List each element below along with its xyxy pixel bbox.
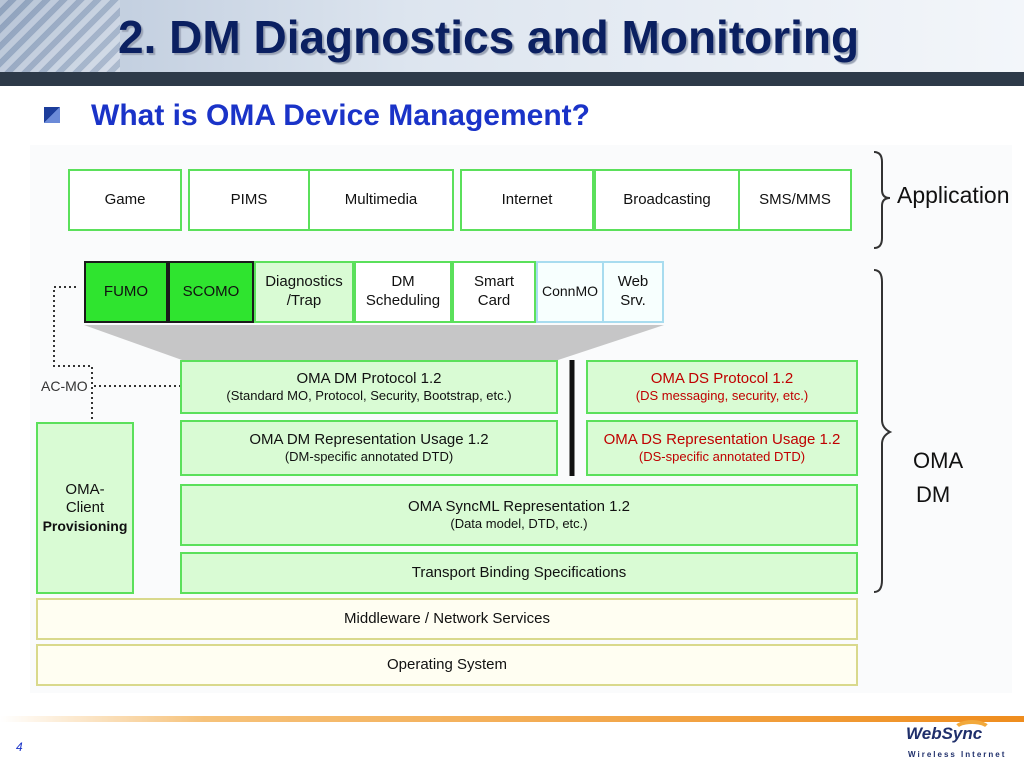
logo-arc-icon	[952, 720, 992, 742]
mo-label: Diagnostics	[265, 273, 343, 291]
title-number: 2.	[118, 11, 157, 63]
page-number: 4	[16, 740, 23, 754]
mo-label-2: Scheduling	[365, 292, 441, 309]
app-label: Internet	[501, 190, 553, 208]
slide-title: 2. DM Diagnostics and Monitoring	[118, 10, 859, 64]
mo-connmo: ConnMO	[536, 261, 604, 323]
app-label: Game	[104, 190, 146, 208]
oma-dm-protocol-box: OMA DM Protocol 1.2 (Standard MO, Protoc…	[180, 360, 558, 414]
app-game: Game	[68, 169, 182, 231]
oma-dm-repr-box: OMA DM Representation Usage 1.2 (DM-spec…	[180, 420, 558, 476]
logo-tagline: Wireless Internet	[908, 750, 1007, 759]
oma-label: OMA	[913, 448, 964, 473]
transport-binding-box: Transport Binding Specifications	[180, 552, 858, 594]
title-text: DM Diagnostics and Monitoring	[169, 11, 860, 63]
box-subtitle: (DS messaging, security, etc.)	[635, 388, 809, 404]
mo-label: DM	[391, 273, 415, 291]
operating-system-box: Operating System	[36, 644, 858, 686]
footer-divider	[0, 716, 1024, 722]
app-label: Broadcasting	[623, 190, 711, 208]
box-title: Transport Binding Specifications	[411, 563, 627, 581]
box-subtitle: (DS-specific annotated DTD)	[638, 449, 806, 465]
box-subtitle: (Data model, DTD, etc.)	[450, 516, 588, 532]
box-title: Middleware / Network Services	[344, 609, 550, 627]
mo-scomo: SCOMO	[168, 261, 254, 323]
oma-client-provisioning-box: OMA- Client Provisioning	[36, 422, 134, 594]
oma-ds-repr-box: OMA DS Representation Usage 1.2 (DS-spec…	[586, 420, 858, 476]
oma-ds-protocol-box: OMA DS Protocol 1.2 (DS messaging, secur…	[586, 360, 858, 414]
app-label: Multimedia	[344, 190, 418, 208]
bullet-square-icon	[44, 107, 60, 123]
header-divider	[0, 72, 1024, 86]
middleware-box: Middleware / Network Services	[36, 598, 858, 640]
oma-syncml-repr-box: OMA SyncML Representation 1.2 (Data mode…	[180, 484, 858, 546]
ac-mo-label: AC-MO	[40, 378, 89, 394]
header-band	[0, 0, 1024, 86]
mo-label: Web	[617, 273, 649, 291]
mo-label: SCOMO	[182, 282, 240, 300]
box-title: OMA DS Protocol 1.2	[650, 369, 794, 387]
mo-label-2: /Trap	[286, 292, 322, 309]
box-label: OMA-	[65, 480, 105, 498]
box-title: OMA DM Protocol 1.2	[296, 369, 442, 387]
mo-label: FUMO	[103, 282, 149, 300]
box-title: OMA DS Representation Usage 1.2	[603, 430, 841, 448]
app-broadcasting: Broadcasting	[594, 169, 740, 231]
box-label: Provisioning	[42, 518, 128, 534]
app-internet: Internet	[460, 169, 594, 231]
box-title: OMA SyncML Representation 1.2	[407, 497, 631, 515]
mo-diagnostics: Diagnostics/Trap	[254, 261, 354, 323]
logo-wordmark: WebSync	[906, 724, 983, 743]
header-image	[0, 0, 120, 86]
app-label: PIMS	[230, 190, 268, 208]
mo-fumo: FUMO	[84, 261, 168, 323]
mo-label-2: Card	[477, 292, 511, 309]
application-label: Application	[897, 182, 1010, 208]
box-title: Operating System	[386, 655, 508, 673]
mo-label-2: Srv.	[620, 292, 646, 309]
app-label: SMS/MMS	[759, 190, 831, 208]
box-subtitle: (DM-specific annotated DTD)	[284, 449, 454, 465]
bullet-heading: What is OMA Device Management?	[91, 99, 590, 132]
app-multimedia: Multimedia	[308, 169, 454, 231]
box-title: OMA DM Representation Usage 1.2	[249, 430, 489, 448]
dm-label: DM	[916, 482, 951, 507]
mo-label: Smart	[473, 273, 514, 291]
app-pims: PIMS	[188, 169, 310, 231]
box-label: Client	[65, 499, 105, 517]
box-subtitle: (Standard MO, Protocol, Security, Bootst…	[226, 388, 512, 404]
app-sms-mms: SMS/MMS	[738, 169, 852, 231]
mo-label: ConnMO	[541, 283, 599, 300]
